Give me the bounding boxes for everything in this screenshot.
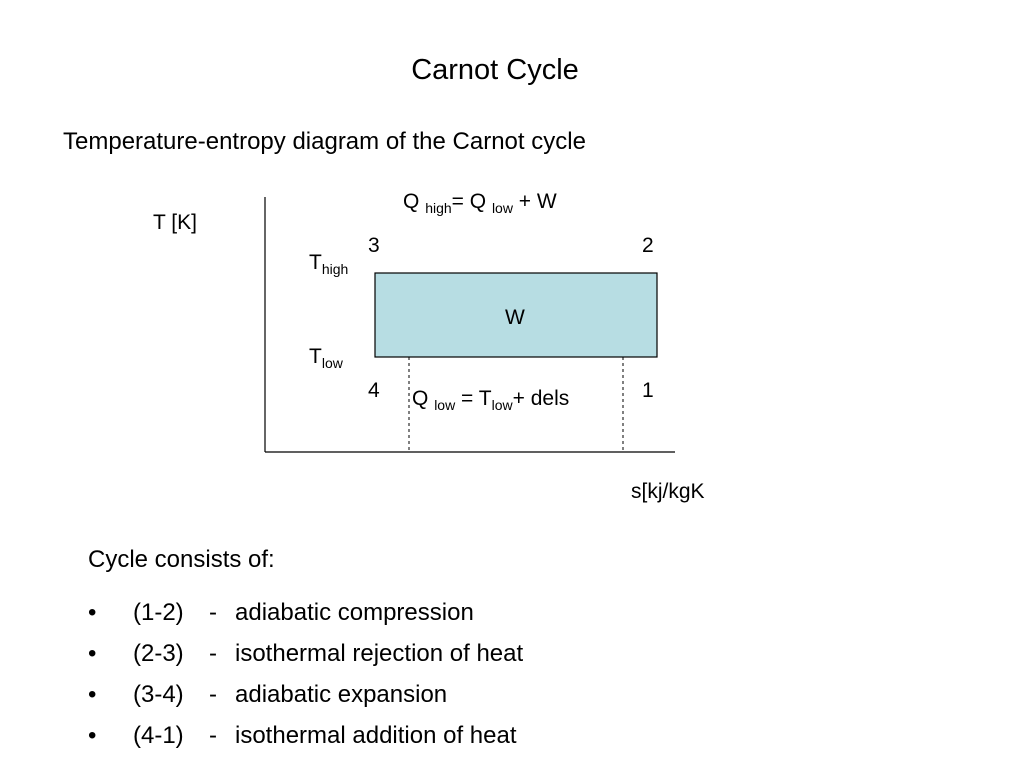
slide-subtitle: Temperature-entropy diagram of the Carno…	[63, 128, 586, 155]
list-item: • (1-2) - adiabatic compression	[88, 599, 523, 640]
slide-title: Carnot Cycle	[411, 54, 579, 86]
q-low-equation: Q low = Tlow+ dels	[412, 387, 570, 413]
corner-label-2: 2	[642, 234, 654, 257]
list-item: • (4-1) - isothermal addition of heat	[88, 722, 523, 763]
step-label: (1-2)	[133, 599, 184, 626]
work-rectangle	[374, 272, 658, 358]
corner-label-3: 3	[368, 234, 380, 257]
step-description: isothermal addition of heat	[235, 722, 517, 749]
t-high-label: Thigh	[309, 251, 349, 277]
y-axis-label: T [K]	[153, 211, 197, 234]
cycle-heading: Cycle consists of:	[88, 546, 275, 573]
step-label: (4-1)	[133, 722, 184, 749]
bullet: •	[88, 640, 97, 667]
step-label: (3-4)	[133, 681, 184, 708]
corner-label-4: 4	[368, 379, 380, 402]
step-label: (2-3)	[133, 640, 184, 667]
bullet: •	[88, 722, 97, 749]
t-low-label: Tlow	[309, 345, 343, 371]
cycle-list: Cycle consists of: • (1-2) - adiabatic c…	[88, 546, 523, 763]
step-description: adiabatic expansion	[235, 681, 448, 708]
dash: -	[209, 599, 217, 626]
x-axis-label: s[kj/kgK	[631, 480, 705, 503]
corner-label-1: 1	[642, 379, 654, 402]
bullet: •	[88, 681, 97, 708]
list-item: • (2-3) - isothermal rejection of heat	[88, 640, 523, 681]
dash: -	[209, 640, 217, 667]
dash: -	[209, 681, 217, 708]
step-description: isothermal rejection of heat	[235, 640, 524, 667]
dash: -	[209, 722, 217, 749]
work-label: W	[505, 306, 525, 329]
list-item: • (3-4) - adiabatic expansion	[88, 681, 523, 722]
q-high-equation: Q high= Q low + W	[403, 190, 557, 216]
bullet: •	[88, 599, 97, 626]
step-description: adiabatic compression	[235, 599, 474, 626]
